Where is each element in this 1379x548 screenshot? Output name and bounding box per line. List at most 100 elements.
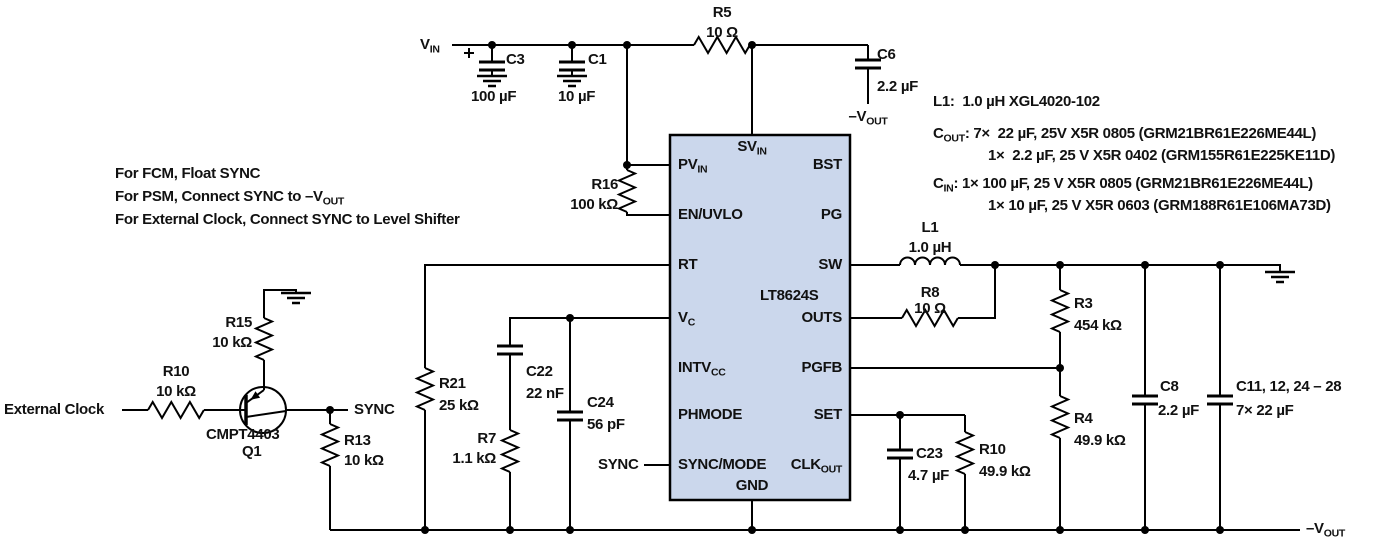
r3-designator: R3 (1074, 295, 1093, 312)
transistor-q1 (239, 386, 287, 434)
resistor-r5-symbol (693, 35, 751, 55)
wire-set-c23-r10 (850, 414, 966, 530)
c22-value: 22 nF (526, 385, 564, 402)
pin-vc: VC (678, 309, 696, 329)
wire-rt-r21 (424, 264, 670, 530)
ground-c3 (477, 74, 507, 88)
pin-phmode: PHMODE (678, 406, 743, 423)
wires (122, 44, 1300, 531)
resistor-r13-symbol (319, 423, 341, 467)
note-l1: L1: 1.0 µH XGL4020-102 (933, 93, 1100, 110)
l1-value: 1.0 µH (908, 239, 952, 256)
chip-name: LT8624S (760, 287, 819, 304)
wire-outs-r8 (850, 265, 996, 319)
r13-value: 10 kΩ (344, 452, 384, 469)
c3-designator: C3 (506, 51, 525, 68)
c8-value: 2.2 µF (1158, 402, 1200, 419)
r4-value: 49.9 kΩ (1074, 432, 1126, 449)
chip-body (668, 133, 852, 502)
r8-value: 10 Ω (914, 300, 946, 317)
external-clock-label: External Clock (4, 401, 105, 418)
note-cin: CIN: 1× 100 µF, 25 V X5R 0805 (GRM21BR61… (933, 175, 1313, 195)
c11-value: 7× 22 µF (1236, 402, 1294, 419)
instruction-external-clock: For External Clock, Connect SYNC to Leve… (115, 211, 460, 228)
wire-pvin-en (626, 164, 670, 216)
note-cout: COUT: 7× 22 µF, 25V X5R 0805 (GRM21BR61E… (933, 125, 1317, 145)
wire-sw-rail (850, 264, 1281, 272)
capacitor-c6-symbol (855, 58, 881, 70)
c24-value: 56 pF (587, 416, 625, 433)
r15-designator: R15 (225, 314, 252, 331)
pin-svin: SVIN (737, 138, 767, 158)
capacitors (464, 48, 1233, 460)
pin-sync-mode: SYNC/MODE (678, 456, 767, 473)
wire-svin-c6 (751, 45, 869, 135)
pin-pvin: PVIN (678, 156, 708, 176)
resistors (147, 35, 1071, 475)
sync-chip-label: SYNC (598, 456, 639, 473)
r5-designator: R5 (712, 4, 732, 21)
capacitor-c8-symbol (1132, 394, 1158, 406)
capacitor-c3-symbol (479, 60, 505, 72)
resistor-r10-left-symbol (147, 400, 205, 420)
sync-net-label: SYNC (354, 401, 395, 418)
r7-value: 1.1 kΩ (452, 450, 496, 467)
q1-collector-lead (245, 410, 287, 418)
c1-value: 10 µF (558, 88, 596, 105)
q1-part-number: CMPT4403 (206, 426, 280, 443)
capacitor-c24-symbol (557, 410, 583, 422)
instruction-fcm: For FCM, Float SYNC (115, 165, 261, 182)
ground-symbols (281, 74, 1295, 305)
c11-designator: C11, 12, 24 – 28 (1236, 378, 1342, 395)
pin-en-uvlo: EN/UVLO (678, 206, 743, 223)
c1-designator: C1 (588, 51, 607, 68)
r10-right-designator: R10 (979, 441, 1006, 458)
r21-designator: R21 (439, 375, 466, 392)
r16-value: 100 kΩ (570, 196, 618, 213)
capacitor-c23-symbol (887, 448, 913, 460)
pin-gnd: GND (735, 477, 769, 494)
wire-pgfb (850, 265, 1061, 530)
minus-vout-c6-label: –VOUT (848, 108, 888, 128)
instruction-psm: For PSM, Connect SYNC to –VOUT (115, 188, 345, 208)
resistor-r15-symbol (253, 317, 275, 361)
r10-left-designator: R10 (162, 363, 190, 380)
c8-designator: C8 (1160, 378, 1179, 395)
q1-emitter-arrow (250, 391, 261, 400)
pin-rt: RT (678, 256, 698, 273)
pin-bst: BST (812, 156, 842, 173)
ground-c1 (557, 74, 587, 88)
note-cin-2: 1× 10 µF, 25 V X5R 0603 (GRM188R61E106MA… (988, 197, 1331, 214)
minus-vout-rail-label: –VOUT (1306, 520, 1346, 540)
resistor-r7-symbol (499, 429, 521, 473)
r7-designator: R7 (477, 430, 496, 447)
resistor-r4-symbol (1049, 395, 1071, 439)
c22-designator: C22 (526, 363, 553, 380)
capacitor-c1-symbol (559, 60, 585, 72)
inductor-l1-symbol (899, 256, 961, 266)
c6-value: 2.2 µF (877, 78, 919, 95)
note-cout-2: 1× 2.2 µF, 25 V X5R 0402 (GRM155R61E225K… (988, 147, 1336, 164)
junction-dots (326, 41, 1224, 534)
pin-intvcc: INTVCC (678, 359, 726, 379)
c23-designator: C23 (916, 445, 943, 462)
r10-right-value: 49.9 kΩ (979, 463, 1031, 480)
resistor-r16-symbol (616, 169, 638, 213)
q1-body (239, 386, 287, 434)
r13-designator: R13 (344, 432, 371, 449)
wire-clock-sync (122, 289, 348, 530)
c23-value: 4.7 µF (908, 467, 950, 484)
r10-left-value: 10 kΩ (156, 383, 196, 400)
r5-value: 10 Ω (706, 24, 738, 41)
resistor-r21-symbol (414, 367, 436, 411)
pin-clkout: CLKOUT (790, 456, 843, 476)
pin-outs: OUTS (801, 309, 843, 326)
capacitor-c22-symbol (497, 344, 523, 356)
resistor-r8-symbol (901, 308, 959, 328)
pin-set: SET (813, 406, 843, 423)
c3-value: 100 µF (471, 88, 517, 105)
resistor-r3-symbol (1049, 289, 1071, 333)
r3-value: 454 kΩ (1074, 317, 1122, 334)
r8-designator: R8 (920, 284, 940, 301)
